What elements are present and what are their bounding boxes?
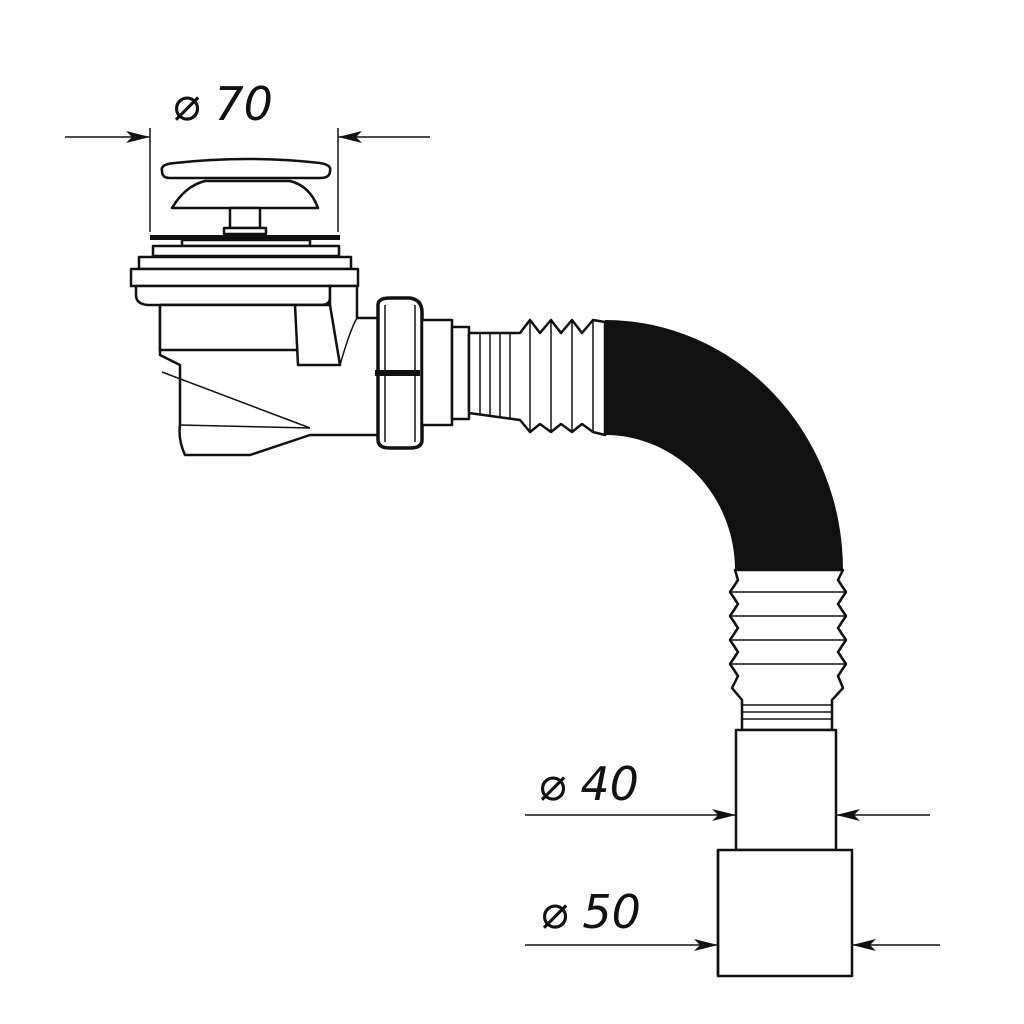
drain-body <box>158 284 385 457</box>
dimension-70-label: ⌀ 70 <box>172 77 273 131</box>
dimension-40: ⌀ 40 <box>525 757 930 821</box>
dimension-40-label: ⌀ 40 <box>538 757 639 811</box>
pipe-50 <box>716 848 854 978</box>
dimension-70: ⌀ 70 <box>65 77 430 232</box>
dimension-50-label: ⌀ 50 <box>540 885 641 939</box>
vertical-bellows <box>728 568 848 732</box>
union-nut <box>375 296 471 450</box>
outlet-40-tube <box>734 728 838 852</box>
drain-plug <box>129 157 360 307</box>
dimension-50: ⌀ 50 <box>525 885 940 951</box>
corrugated-elbow <box>605 320 843 570</box>
horizontal-bellows <box>467 318 607 437</box>
